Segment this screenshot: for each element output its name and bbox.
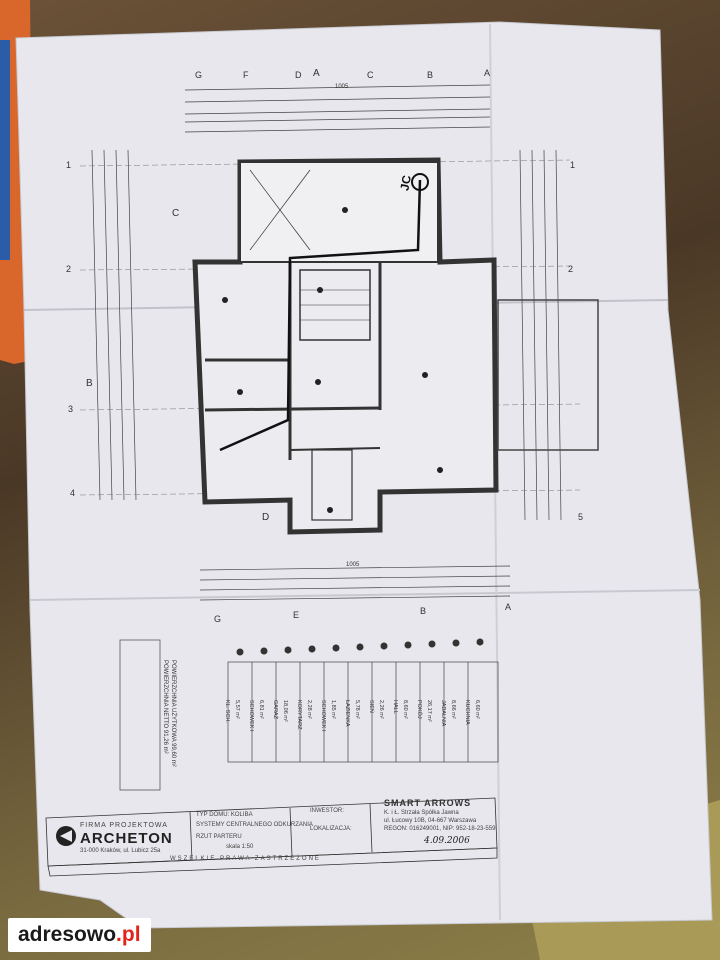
bottom-dimension-total: 1005	[346, 562, 360, 568]
vacuum-unit	[411, 173, 429, 191]
section-mark-c: C	[172, 208, 180, 219]
axis-number-4: 4	[70, 488, 76, 498]
axis-letter-c: C	[367, 70, 374, 80]
drawing-scale: skala 1:50	[226, 844, 254, 850]
axis-letter-a-bottom: A	[505, 602, 512, 612]
systems-label: SYSTEMY CENTRALNEGO ODKURZANIA	[196, 822, 313, 828]
section-mark-d: D	[262, 512, 270, 523]
axis-letter-g: G	[195, 70, 203, 80]
room-table	[227, 661, 499, 763]
axis-letter-e-bottom: E	[293, 610, 300, 620]
axis-number-1: 1	[66, 160, 72, 170]
room-name: KL. SCH.	[224, 700, 230, 723]
company-sub: K. i Ł. Strzała Spółka Jawna	[384, 810, 459, 816]
rights-notice: WSZELKIE PRAWA ZASTRZEŻONE	[170, 856, 321, 862]
axis-letter-f: F	[243, 70, 249, 80]
room-area: 1,85 m²	[330, 700, 336, 719]
axis-number-2: 2	[66, 264, 72, 274]
dining-table	[311, 449, 353, 521]
room-name: KORYTARZ	[296, 700, 302, 730]
archeton-logo-mark	[60, 830, 72, 842]
section-mark-a: A	[313, 68, 320, 79]
title-block	[45, 797, 498, 877]
top-dimension-lines	[184, 84, 491, 133]
firm-address: 31-000 Kraków, ul. Lubicz 25a	[80, 848, 161, 854]
room-name: KUCHNIA	[464, 700, 470, 725]
room-name: ŁAZIENKA	[344, 700, 350, 727]
right-dimension-lines	[519, 149, 562, 521]
investor-label: INWESTOR:	[310, 808, 344, 814]
blue-book	[0, 40, 10, 260]
room-list: KL. SCH. SCHOWEK I GARAŻ KORYTARZ SCHOWE…	[220, 700, 520, 760]
room-area: 2,26 m²	[378, 700, 384, 719]
axis-letter-d: D	[295, 70, 302, 80]
axis-letter-a: A	[484, 68, 491, 78]
room-area: 2,28 m²	[306, 700, 312, 719]
drawing-name: RZUT PARTERU	[196, 834, 242, 840]
net-area-label: POWIERZCHNIA NETTO 91,26 m²	[162, 660, 168, 754]
room-name: GARAŻ	[272, 700, 278, 719]
room-name: HALL	[392, 700, 398, 714]
axis-letter-b: B	[427, 70, 434, 80]
firm-name: ARCHETON	[80, 830, 173, 847]
axis-letter-b-bottom: B	[420, 606, 427, 616]
left-dimension-lines	[91, 149, 137, 501]
room-name: SIEŃ	[368, 700, 374, 713]
section-mark-b: B	[86, 378, 93, 389]
usable-area-label: POWIERZCHNIA UŻYTKOWA 99,60 m²	[170, 660, 176, 767]
building-walls	[192, 157, 499, 535]
room-area: 6,60 m²	[474, 700, 480, 719]
top-dimension-total: 1005	[335, 84, 349, 90]
room-name: POKÓJ	[416, 700, 422, 719]
bottom-dimension-lines	[199, 565, 511, 601]
watermark-text: adresowo	[18, 923, 117, 946]
location-label: LOKALIZACJA:	[310, 826, 352, 832]
vacuum-pipe	[219, 179, 422, 452]
axis-number-2-right: 2	[568, 264, 574, 274]
watermark-domain: .pl	[116, 923, 141, 946]
firm-label: FIRMA PROJEKTOWA	[80, 822, 168, 829]
handwritten-date: 4.09.2006	[424, 836, 470, 846]
adresowo-watermark: adresowo.pl	[8, 918, 151, 952]
room-name: SCHOWEK I	[320, 700, 326, 732]
axis-number-3: 3	[68, 404, 74, 414]
room-area: 5,78 m²	[354, 700, 360, 719]
fold-line	[29, 589, 701, 601]
project-type: TYP DOMU: KOLIBA	[196, 812, 253, 818]
summary-box	[119, 639, 161, 791]
room-area: 8,66 m²	[450, 700, 456, 719]
room-area: 26,17 m²	[426, 700, 432, 722]
outlets	[222, 207, 443, 513]
axis-number-5-right: 5	[578, 512, 584, 522]
room-table-bullets	[236, 638, 484, 656]
room-name: JADALNIA	[440, 700, 446, 727]
axis-number-1-right: 1	[570, 160, 576, 170]
room-area: 6,81 m²	[258, 700, 264, 719]
room-area: 5,57 m²	[234, 700, 240, 719]
axis-letter-g-bottom: G	[214, 614, 222, 624]
terrace	[497, 299, 599, 451]
company-name: SMART ARROWS	[384, 798, 472, 808]
company-address: ul. Łucowy 10B, 04-667 Warszawa	[384, 818, 477, 824]
room-area: 18,06 m²	[282, 700, 288, 722]
room-name: SCHOWEK I	[248, 700, 254, 732]
room-area: 8,60 m²	[402, 700, 408, 719]
vacuum-unit-label: JC	[397, 174, 414, 192]
company-ids: REGON: 016249001, NIP: 952-18-23-559	[384, 826, 496, 832]
